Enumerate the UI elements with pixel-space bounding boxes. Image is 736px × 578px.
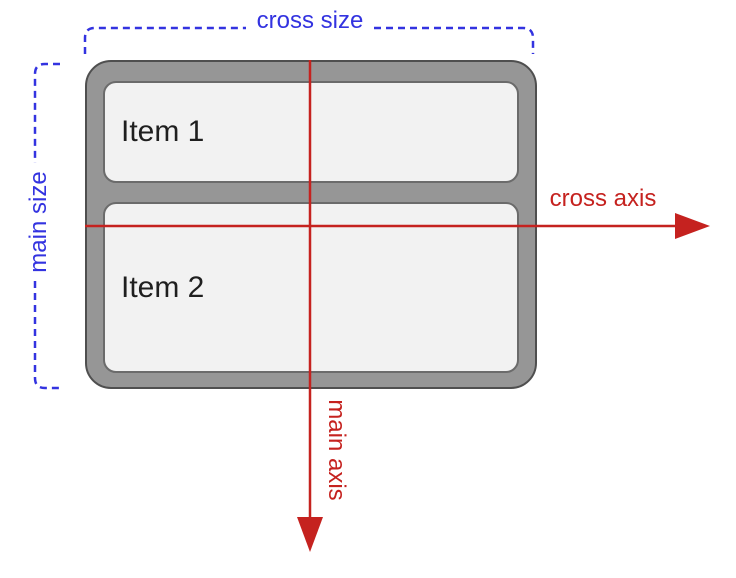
cross-size-bracket-left bbox=[83, 26, 246, 54]
flex-item-1: Item 1 bbox=[103, 81, 519, 183]
main-axis-arrowhead-icon bbox=[297, 517, 323, 552]
cross-size-bracket-right bbox=[374, 26, 535, 54]
cross-axis-arrowhead-icon bbox=[675, 213, 710, 239]
main-axis-label: main axis bbox=[323, 399, 350, 501]
cross-axis-label: cross axis bbox=[549, 185, 657, 212]
flex-item-1-label: Item 1 bbox=[121, 115, 205, 148]
cross-size-label: cross size bbox=[256, 7, 364, 34]
flex-item-2: Item 2 bbox=[103, 202, 519, 373]
flex-item-2-label: Item 2 bbox=[121, 270, 205, 304]
flex-container: Item 1 Item 2 bbox=[85, 60, 537, 389]
main-size-label: main size bbox=[25, 171, 52, 273]
main-size-bracket-bottom bbox=[33, 281, 62, 390]
main-size-bracket-top bbox=[33, 62, 60, 163]
